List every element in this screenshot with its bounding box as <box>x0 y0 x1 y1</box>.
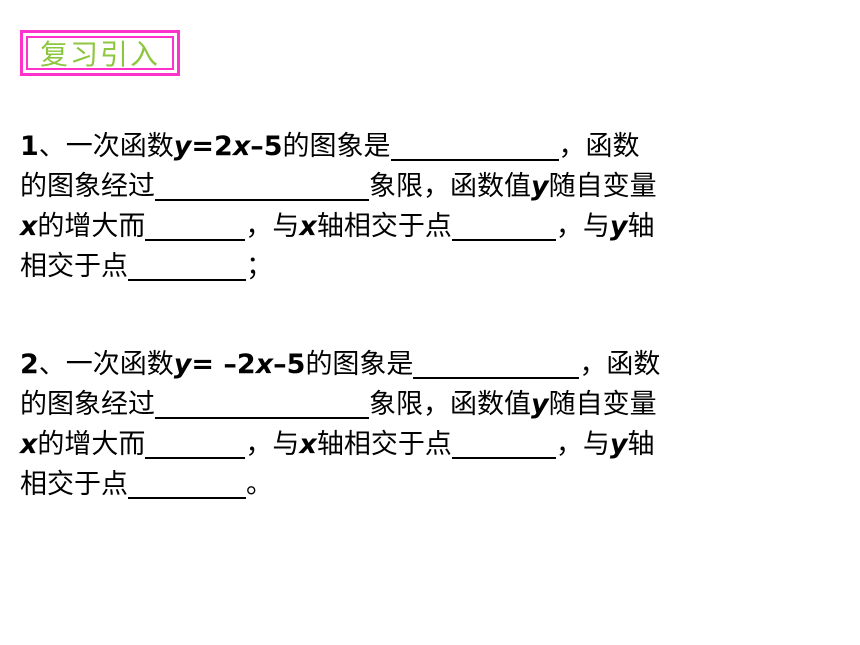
problem-number: 1 <box>20 131 39 162</box>
answer-blank[interactable] <box>128 467 246 499</box>
problem-line: 相交于点 。 <box>20 465 660 505</box>
text: ； <box>246 251 273 282</box>
text: 相交于点 <box>20 469 128 500</box>
section-title-box: 复习引入 <box>20 30 180 76</box>
var-y: y <box>173 349 192 380</box>
text: 象限，函数值 <box>369 389 531 420</box>
text: 随自变量 <box>548 171 657 202</box>
text: ，与 <box>555 429 610 460</box>
text: 象限，函数值 <box>369 171 531 202</box>
text: 随自变量 <box>548 389 657 420</box>
answer-blank[interactable] <box>413 347 580 379</box>
text: 的图象经过 <box>20 389 155 420</box>
text: ，与 <box>245 211 300 242</box>
answer-blank[interactable] <box>451 209 556 241</box>
text: ，函数 <box>579 349 661 380</box>
problem-line: 相交于点 ； <box>20 247 657 287</box>
separator: 、 <box>38 131 66 162</box>
text: ，函数 <box>558 131 640 162</box>
answer-blank[interactable] <box>155 387 369 419</box>
text: ，与 <box>555 211 610 242</box>
text: 。 <box>246 469 273 500</box>
section-title-inner-border: 复习引入 <box>26 36 174 71</box>
text: 相交于点 <box>20 251 128 282</box>
text: 一次函数 <box>65 131 174 162</box>
answer-blank[interactable] <box>155 169 369 201</box>
problem-number: 2 <box>20 349 39 380</box>
section-title: 复习引入 <box>39 38 160 71</box>
text: 轴相交于点 <box>316 211 452 242</box>
equation-part: =2 <box>191 131 233 162</box>
equation-tail: –5 <box>250 131 283 162</box>
separator: 、 <box>38 349 66 380</box>
var-x: x <box>232 131 251 162</box>
text: 轴 <box>627 429 655 460</box>
answer-blank[interactable] <box>145 209 246 241</box>
text: 的图象是 <box>282 131 391 162</box>
var-y: y <box>609 211 628 242</box>
equation-part: = –2 <box>191 349 256 380</box>
var-x: x <box>255 349 274 380</box>
answer-blank[interactable] <box>145 427 246 459</box>
text: 的图象是 <box>305 349 414 380</box>
var-x: x <box>20 211 38 242</box>
var-y: y <box>531 389 549 420</box>
answer-blank[interactable] <box>451 427 556 459</box>
var-x: x <box>299 429 317 460</box>
text: 的增大而 <box>37 211 146 242</box>
var-y: y <box>531 171 549 202</box>
var-x: x <box>20 429 38 460</box>
var-x: x <box>299 211 317 242</box>
var-y: y <box>609 429 628 460</box>
text: 轴相交于点 <box>316 429 452 460</box>
equation-tail: –5 <box>273 349 306 380</box>
text: 一次函数 <box>65 349 174 380</box>
answer-blank[interactable] <box>128 249 246 281</box>
var-y: y <box>173 131 192 162</box>
answer-blank[interactable] <box>390 129 559 161</box>
text: ，与 <box>245 429 300 460</box>
text: 轴 <box>627 211 655 242</box>
text: 的增大而 <box>37 429 146 460</box>
text: 的图象经过 <box>20 171 155 202</box>
